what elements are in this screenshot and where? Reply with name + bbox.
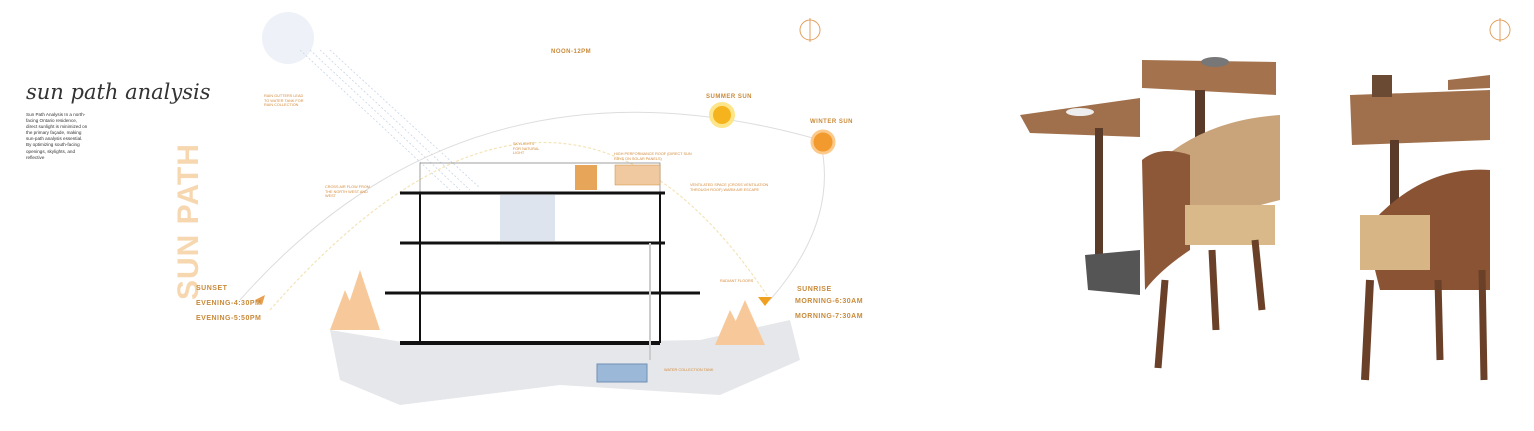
stair-hatch bbox=[500, 195, 555, 241]
summer-sun-icon bbox=[709, 102, 735, 128]
trees bbox=[330, 270, 765, 345]
annotation-roof: HIGH PERFORMANCE ROOF (DIRECT SUN RAYS O… bbox=[614, 152, 692, 161]
annotation-tank: WATER COLLECTION TANK bbox=[664, 368, 714, 372]
water-tank bbox=[596, 363, 648, 383]
label-sunset: SUNSET bbox=[196, 285, 228, 292]
annotation-airflow: CROSS AIR FLOW FROM THE NORTH WEST AND W… bbox=[325, 185, 370, 198]
solar-panels bbox=[614, 164, 661, 186]
compass-icon bbox=[1489, 18, 1511, 42]
sun-path-arc-winter bbox=[239, 111, 825, 301]
rain-lines bbox=[299, 49, 481, 191]
winter-sun-icon bbox=[810, 129, 836, 155]
ground bbox=[330, 320, 800, 405]
skylight-box bbox=[575, 165, 597, 190]
annotation-skylights: SKYLIGHTS FOR NATURAL LIGHT bbox=[513, 142, 540, 155]
annotation-radiant: RADIANT FLOORS bbox=[720, 279, 754, 283]
sun-path-arc-summer bbox=[269, 141, 771, 311]
label-evening-2: EVENING-5:50PM bbox=[196, 315, 262, 322]
annotation-rain: RAIN GUTTERS LEAD TO WATER TANK FOR RAIN… bbox=[264, 94, 304, 107]
label-morning-1: MORNING-6:30AM bbox=[795, 298, 864, 305]
label-winter-sun: WINTER SUN bbox=[810, 119, 853, 125]
panel-title: sun path analysis bbox=[26, 80, 211, 104]
label-noon: NOON-12PM bbox=[551, 49, 592, 55]
label-evening-1: EVENING-4:30PM bbox=[196, 300, 262, 307]
panel-description: Sun Path Analysis In a north-facing Onta… bbox=[26, 112, 88, 160]
compass-icon bbox=[799, 18, 821, 42]
furniture-photo-2 bbox=[1142, 57, 1280, 369]
furniture-photo-3 bbox=[1350, 75, 1490, 381]
vertical-title: SUN PATH bbox=[172, 143, 205, 300]
house-section bbox=[385, 162, 700, 360]
label-sunrise: SUNRISE bbox=[797, 286, 832, 293]
sunset-marker bbox=[255, 295, 265, 305]
annotation-ventilated: VENTILATED SPACE (CROSS VENTILATION THRO… bbox=[690, 183, 769, 192]
sunrise-marker bbox=[758, 297, 772, 306]
label-morning-2: MORNING-7:30AM bbox=[795, 313, 864, 320]
furniture-photo-1 bbox=[1020, 98, 1140, 295]
label-summer-sun: SUMMER SUN bbox=[706, 94, 753, 100]
